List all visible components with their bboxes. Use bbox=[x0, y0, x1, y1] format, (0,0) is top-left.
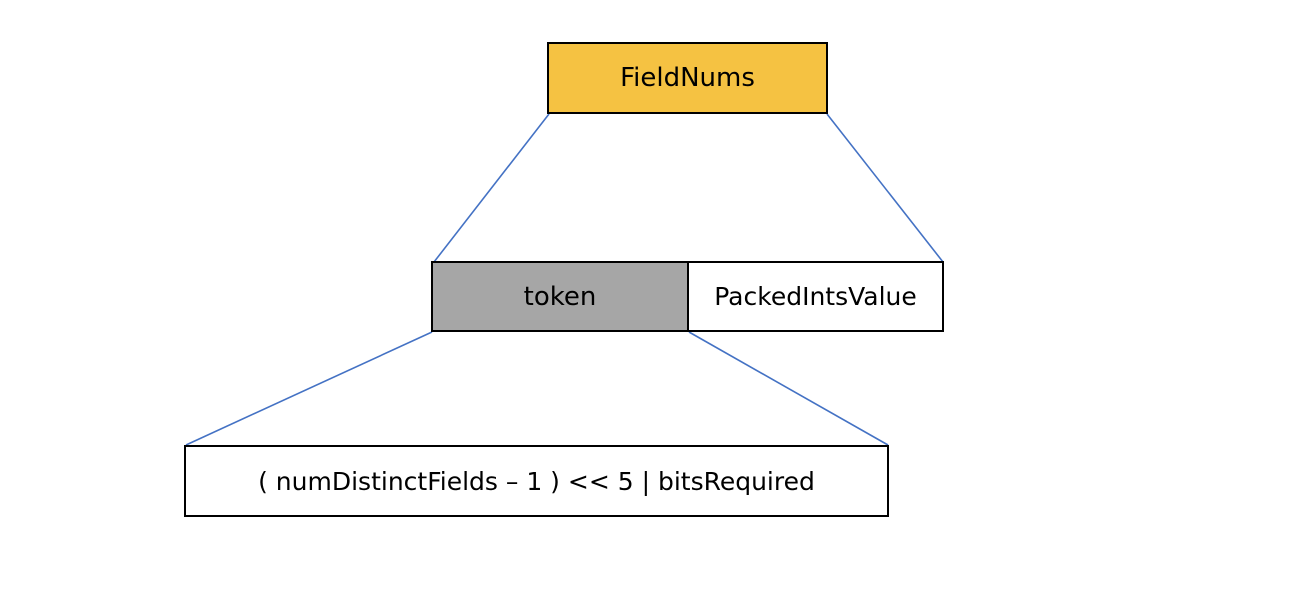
token-box: token bbox=[431, 261, 689, 332]
connector-fieldnums-right bbox=[826, 113, 944, 263]
token-formula-label: ( numDistinctFields – 1 ) << 5 | bitsReq… bbox=[258, 466, 815, 496]
fieldnums-box: FieldNums bbox=[547, 42, 828, 114]
packed-ints-value-label: PackedIntsValue bbox=[714, 282, 917, 311]
fieldnums-label: FieldNums bbox=[620, 63, 755, 93]
token-label: token bbox=[523, 281, 597, 312]
token-formula-box: ( numDistinctFields – 1 ) << 5 | bitsReq… bbox=[184, 445, 889, 517]
connector-token-left bbox=[185, 331, 433, 446]
packed-ints-value-box: PackedIntsValue bbox=[687, 261, 944, 332]
connector-token-right bbox=[688, 331, 889, 446]
connector-fieldnums-left bbox=[433, 113, 550, 263]
